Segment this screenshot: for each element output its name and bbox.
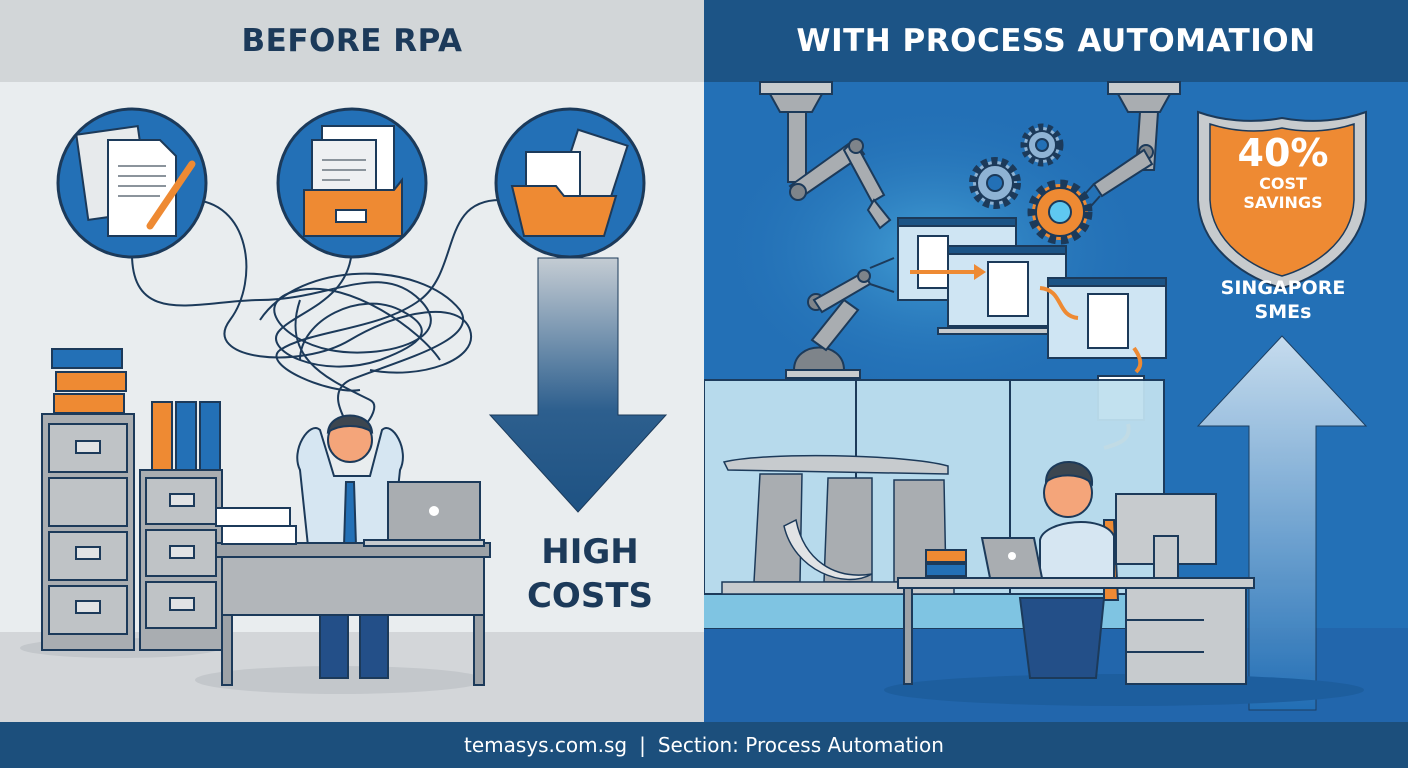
savings-percent: 40% (1237, 131, 1329, 175)
cost-savings-badge: 40% COST SAVINGS (1216, 132, 1350, 212)
binder-stack-icon (51, 348, 127, 414)
footer-section-label: Section: Process Automation (657, 733, 944, 757)
footer-separator: | (639, 733, 646, 757)
gear-icon (1020, 123, 1064, 167)
robotic-arm-icon (759, 81, 892, 230)
gear-icon (969, 157, 1021, 209)
process-window-icon (937, 245, 1067, 335)
high-costs-label: HIGH COSTS (500, 530, 680, 618)
filing-cabinet-icon (139, 401, 223, 651)
high-costs-text: HIGH COSTS (526, 532, 654, 616)
singapore-smes-label: SINGAPORE SMEs (1200, 276, 1366, 324)
desk-icon (215, 481, 491, 686)
robotic-arm-icon (785, 257, 895, 379)
footer-bar: temasys.com.sg | Section: Process Automa… (0, 722, 1408, 768)
audience-line2: SMEs (1254, 301, 1312, 323)
open-folder-icon (494, 107, 646, 259)
signed-document-icon (56, 107, 208, 259)
arrow-up-icon (1196, 335, 1368, 711)
shield-icon (1197, 110, 1367, 290)
savings-line2: SAVINGS (1243, 193, 1323, 212)
before-rpa-panel: BEFORE RPA (0, 0, 704, 722)
marina-bay-sands-icon (721, 454, 955, 595)
desk-icon (897, 493, 1255, 685)
arrow-down-icon (488, 257, 668, 513)
filing-cabinet-icon (41, 413, 135, 651)
automation-illustration (704, 81, 1368, 711)
with-automation-panel: WITH PROCESS AUTOMATION (704, 0, 1408, 722)
savings-line1: COST (1259, 174, 1307, 193)
with-automation-title: WITH PROCESS AUTOMATION (704, 0, 1408, 82)
before-rpa-illustration (20, 107, 668, 694)
before-rpa-title: BEFORE RPA (0, 0, 704, 82)
document-folder-box-icon (276, 107, 428, 259)
footer-site-link[interactable]: temasys.com.sg (464, 733, 628, 757)
gear-icon (1027, 179, 1093, 245)
process-window-icon (1047, 277, 1167, 359)
audience-line1: SINGAPORE (1220, 277, 1346, 299)
tangled-wires-icon (130, 199, 501, 426)
happy-worker-icon (1018, 461, 1120, 679)
